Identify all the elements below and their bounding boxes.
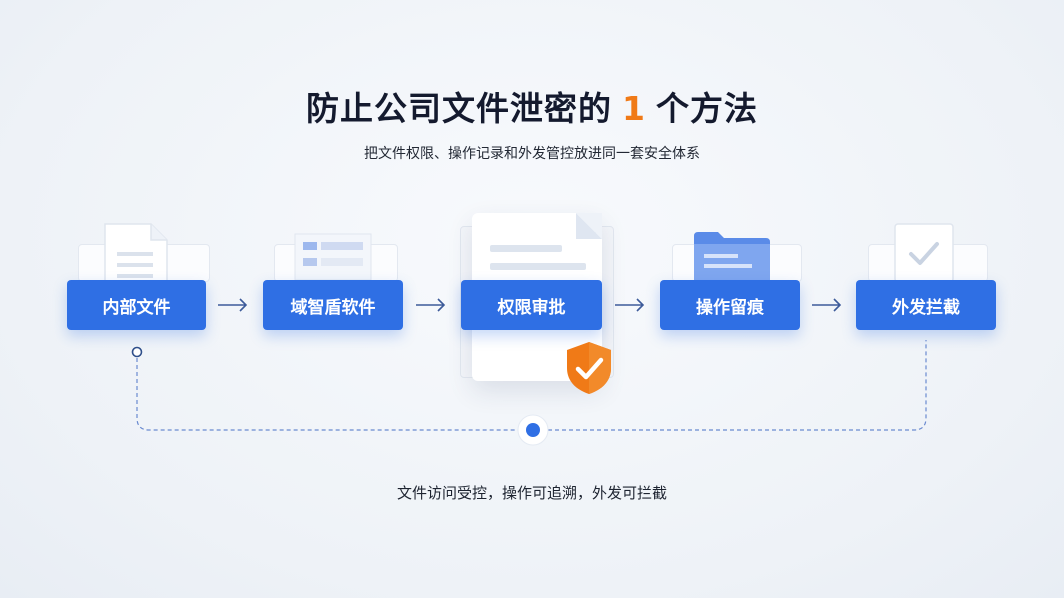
connector-hub-node [526,423,540,437]
connector-line [136,358,518,431]
title-prefix: 防止公司文件泄密的 [306,89,613,128]
arrow-right-icon [218,298,248,312]
page-subtitle: 把文件权限、操作记录和外发管控放进同一套安全体系 [364,146,700,162]
document-fold [576,213,602,239]
title-suffix: 个方法 [655,89,758,128]
connector-line [548,340,927,431]
bottom-caption: 文件访问受控，操作可追溯，外发可拦截 [396,484,667,502]
connector-start-node [131,346,143,358]
step-permission-approval[interactable]: 权限审批 [461,280,602,330]
step-outbound-block[interactable]: 外发拦截 [856,280,996,330]
document-line [490,245,562,252]
checkmark-document-icon [894,223,954,282]
list-window-icon [294,233,372,280]
folder-icon [694,232,770,280]
arrow-right-icon [615,298,645,312]
step-yuzhidun-software[interactable]: 域智盾软件 [263,280,403,330]
arrow-right-icon [416,298,446,312]
document-line [490,263,586,270]
step-internal-files[interactable]: 内部文件 [67,280,206,330]
document-icon [104,223,168,284]
shield-check-icon [567,342,611,394]
step-operation-trace[interactable]: 操作留痕 [660,280,800,330]
title-number: 1 [622,89,646,128]
arrow-right-icon [812,298,842,312]
